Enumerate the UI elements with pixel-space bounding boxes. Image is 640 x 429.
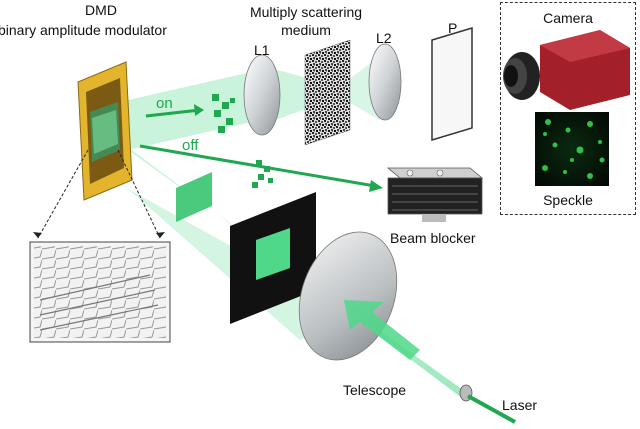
scattering-medium [304, 39, 351, 146]
laser [459, 384, 516, 424]
medium-label: Multiply scattering [249, 4, 363, 20]
telescope-arrow [344, 300, 420, 360]
l2-label: L2 [376, 30, 392, 46]
p-label: P [448, 20, 458, 36]
on-pattern [212, 94, 235, 133]
camera-label: Camera [543, 10, 593, 26]
camera-icon [503, 30, 630, 110]
medium-sublabel: medium [281, 22, 331, 38]
laser-label: Laser [502, 397, 538, 413]
off-label: off [182, 137, 199, 154]
aperture-plate [230, 192, 316, 324]
beam-blocker [386, 167, 484, 222]
camera-panel [500, 2, 636, 215]
dmd-chip [77, 61, 133, 201]
plate-p [431, 26, 473, 142]
dmd-sublabel: binary amplitude modulator [0, 22, 167, 38]
speckle-dots [542, 119, 605, 179]
dmd-label: DMD [85, 2, 117, 18]
lens-l2 [368, 43, 402, 121]
beam-slice [176, 172, 212, 222]
telescope-label: Telescope [343, 382, 407, 398]
on-label: on [156, 95, 173, 112]
beam-blocker-label: Beam blocker [390, 230, 476, 246]
speckle-label: Speckle [543, 192, 593, 208]
off-pattern [252, 160, 273, 188]
lens-l1 [243, 54, 281, 136]
micromirror-inset [29, 241, 171, 343]
l1-label: L1 [254, 42, 270, 58]
